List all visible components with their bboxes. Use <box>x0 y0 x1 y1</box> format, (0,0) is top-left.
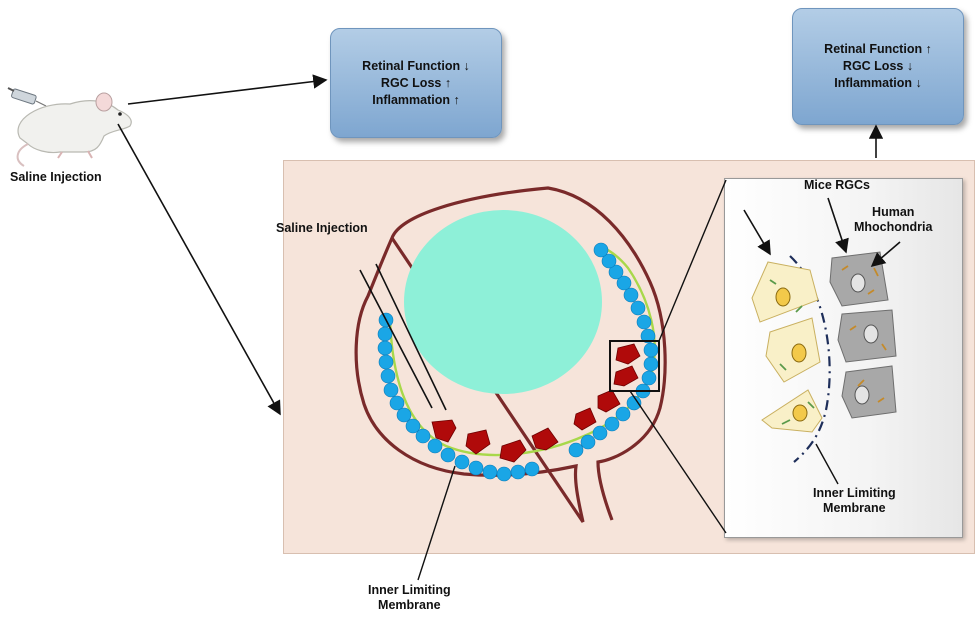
inset-ilm-label: Inner Limiting Membrane <box>813 486 896 516</box>
transplanted-cells <box>431 343 641 463</box>
rgc-pointer-arrow <box>743 209 771 256</box>
human-mitochondria-line2: Mhochondria <box>854 220 933 234</box>
ilm-label-line1: Inner Limiting <box>368 583 451 597</box>
zoom-line <box>629 390 727 534</box>
inset-ilm-label-line2: Membrane <box>823 501 886 515</box>
outcome-line-rgc-loss: RGC Loss ↑ <box>380 75 452 90</box>
human-mitochondria-line1: Human <box>872 205 915 219</box>
zoom-line <box>658 179 727 342</box>
inset-ilm-pointer <box>815 443 839 485</box>
mitochondria-pointer-arrow <box>870 241 901 268</box>
outcome-line-function: Retinal Function ↑ <box>824 42 932 56</box>
human-mitochondria-label: Human Mhochondria <box>854 205 932 235</box>
injection-needle <box>359 269 433 409</box>
outcome-box-treated: Retinal Function ↑ RGC Loss ↓ Inflammati… <box>792 8 964 125</box>
mitochondria-marks <box>769 265 887 425</box>
zoom-box <box>609 340 660 392</box>
ilm-label: Inner Limiting Membrane <box>368 583 451 613</box>
injection-needle <box>375 263 447 411</box>
inset-ilm-label-line1: Inner Limiting <box>813 486 896 500</box>
outcome-box-saline: Retinal Function ↓ RGC Loss ↑ Inflammati… <box>330 28 502 138</box>
outcome-line-inflammation: Inflammation ↑ <box>372 92 460 107</box>
mouse-label: Saline Injection <box>10 170 102 184</box>
human-cells <box>829 251 897 419</box>
outcome-line-rgc-loss: RGC Loss ↓ <box>842 59 914 73</box>
arrow-to-outcome <box>127 74 328 105</box>
ilm-label-line2: Membrane <box>378 598 441 612</box>
arrow-to-eye-panel <box>117 123 281 416</box>
mice-rgc-cells <box>751 261 823 433</box>
lens <box>404 210 602 394</box>
mice-rgcs-label: Mice RGCs <box>804 178 870 192</box>
outcome-line-function: Retinal Function ↓ <box>362 58 470 73</box>
ilm-pointer <box>417 465 456 581</box>
human-cell-pointer-arrow <box>827 197 849 254</box>
eye-outline <box>354 186 667 523</box>
outcome-line-inflammation: Inflammation ↓ <box>834 76 922 90</box>
inset-ilm-dashed-line <box>789 255 831 463</box>
injection-label: Saline Injection <box>276 221 368 235</box>
